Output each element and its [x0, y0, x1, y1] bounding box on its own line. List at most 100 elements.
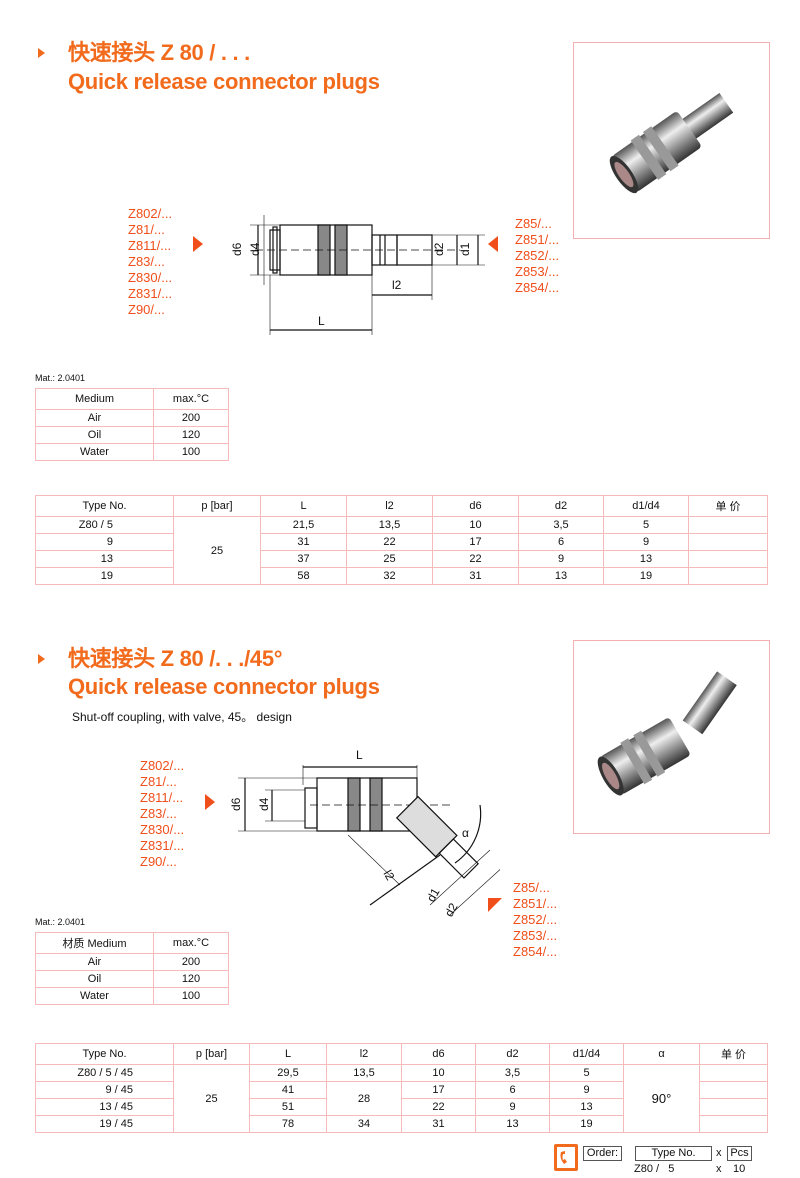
dim-d1: d1: [458, 242, 472, 256]
section2-title-en: Quick release connector plugs: [68, 674, 380, 699]
dim-d2: d2: [432, 242, 446, 256]
code: Z853/...: [513, 928, 558, 943]
cell: 6: [475, 1081, 550, 1099]
code: Z853/...: [515, 264, 560, 279]
cell: 31: [260, 533, 347, 551]
cell: 10: [432, 516, 519, 534]
cell: 200: [153, 409, 229, 427]
header-max-temp: max.°C: [153, 388, 229, 410]
cell: 34: [326, 1115, 402, 1133]
cell: 19: [603, 567, 689, 585]
connector-plug-45-image: [597, 671, 737, 796]
section2-title-cn: 快速接头 Z 80 /. . ./45°: [68, 646, 283, 671]
cell: 13: [35, 550, 174, 568]
section1-right-codes: Z85/...Z851/...Z852/...Z853/...Z854/...: [515, 216, 559, 296]
cell: 13,5: [326, 1064, 402, 1082]
cell: 58: [260, 567, 347, 585]
cell: 5: [549, 1064, 624, 1082]
cell-price: [688, 533, 768, 551]
code: Z831/...: [128, 286, 173, 301]
connector-plug-image: [609, 93, 734, 194]
cell: Air: [35, 953, 154, 971]
cell: 22: [346, 533, 433, 551]
bullet-arrow-icon: [38, 654, 45, 664]
cell: 13: [549, 1098, 624, 1116]
section2-spec-table: Type No. p [bar] L l2 d6 d2 d1/d4 α 单 价 …: [35, 1043, 768, 1133]
order-pcs-value: 10: [733, 1163, 746, 1175]
product-photo-45deg: [573, 640, 770, 834]
cell: 78: [249, 1115, 327, 1133]
dim-d4: d4: [257, 797, 271, 811]
material-label: Mat.: 2.0401: [35, 917, 86, 927]
section1-title-cn: 快速接头 Z 80 / . . .: [68, 40, 250, 65]
code: Z802/...: [140, 758, 185, 773]
cell-price: [699, 1081, 768, 1099]
cell: 29,5: [249, 1064, 327, 1082]
code: Z83/...: [128, 254, 165, 269]
dim-d2: d2: [442, 900, 461, 919]
code: Z90/...: [128, 302, 165, 317]
code: Z81/...: [140, 774, 177, 789]
header-medium: Medium: [35, 388, 154, 410]
product-photo-straight: [573, 42, 770, 239]
cell: Water: [35, 987, 154, 1005]
cell: 9: [475, 1098, 550, 1116]
dim-L: L: [318, 314, 325, 328]
cell-price: [688, 550, 768, 568]
dim-alpha: α: [462, 826, 469, 840]
cell: 100: [153, 987, 229, 1005]
cell: 17: [432, 533, 519, 551]
cell: 22: [432, 550, 519, 568]
arrow-right-icon: [193, 236, 203, 252]
cell-price: [699, 1115, 768, 1133]
cell: 19 / 45: [35, 1115, 174, 1133]
header: d6: [401, 1043, 476, 1065]
header: d6: [432, 495, 519, 517]
cell-price: [688, 516, 768, 534]
cell: 31: [432, 567, 519, 585]
order-type-value: Z80 / 5: [634, 1163, 675, 1175]
cell: 22: [401, 1098, 476, 1116]
dim-L: L: [356, 748, 363, 762]
code: Z852/...: [513, 912, 558, 927]
times-sign: x: [716, 1163, 722, 1175]
order-label: Order:: [583, 1146, 622, 1161]
cell: 37: [260, 550, 347, 568]
header: l2: [346, 495, 433, 517]
cell: 13: [603, 550, 689, 568]
phone-order-icon: [554, 1144, 578, 1171]
header: 单 价: [699, 1043, 768, 1065]
code: Z81/...: [128, 222, 165, 237]
code: Z90/...: [140, 854, 177, 869]
code: Z85/...: [515, 216, 552, 231]
cell-alpha: 90°: [623, 1064, 700, 1133]
cell: 13: [518, 567, 604, 585]
order-pcs-header: Pcs: [727, 1146, 752, 1161]
cell-price: [699, 1098, 768, 1116]
cell: 100: [153, 443, 229, 461]
section1-spec-table: Type No. p [bar] L l2 d6 d2 d1/d4 单 价 Z8…: [35, 495, 768, 585]
arrow-right-icon: [205, 794, 215, 810]
cell: Water: [35, 443, 154, 461]
cell: 13: [475, 1115, 550, 1133]
cell: 13 / 45: [35, 1098, 174, 1116]
cell: 9: [603, 533, 689, 551]
cell: 21,5: [260, 516, 347, 534]
section2-technical-drawing: L d6 d4 α l2 d1 d2: [230, 748, 500, 919]
code: Z802/...: [128, 206, 173, 221]
header: d1/d4: [603, 495, 689, 517]
cell: 5: [603, 516, 689, 534]
cell: 120: [153, 970, 229, 988]
times-sign: x: [716, 1147, 722, 1159]
section2-right-codes: Z85/...Z851/...Z852/...Z853/...Z854/...: [513, 880, 557, 960]
cell: Air: [35, 409, 154, 427]
